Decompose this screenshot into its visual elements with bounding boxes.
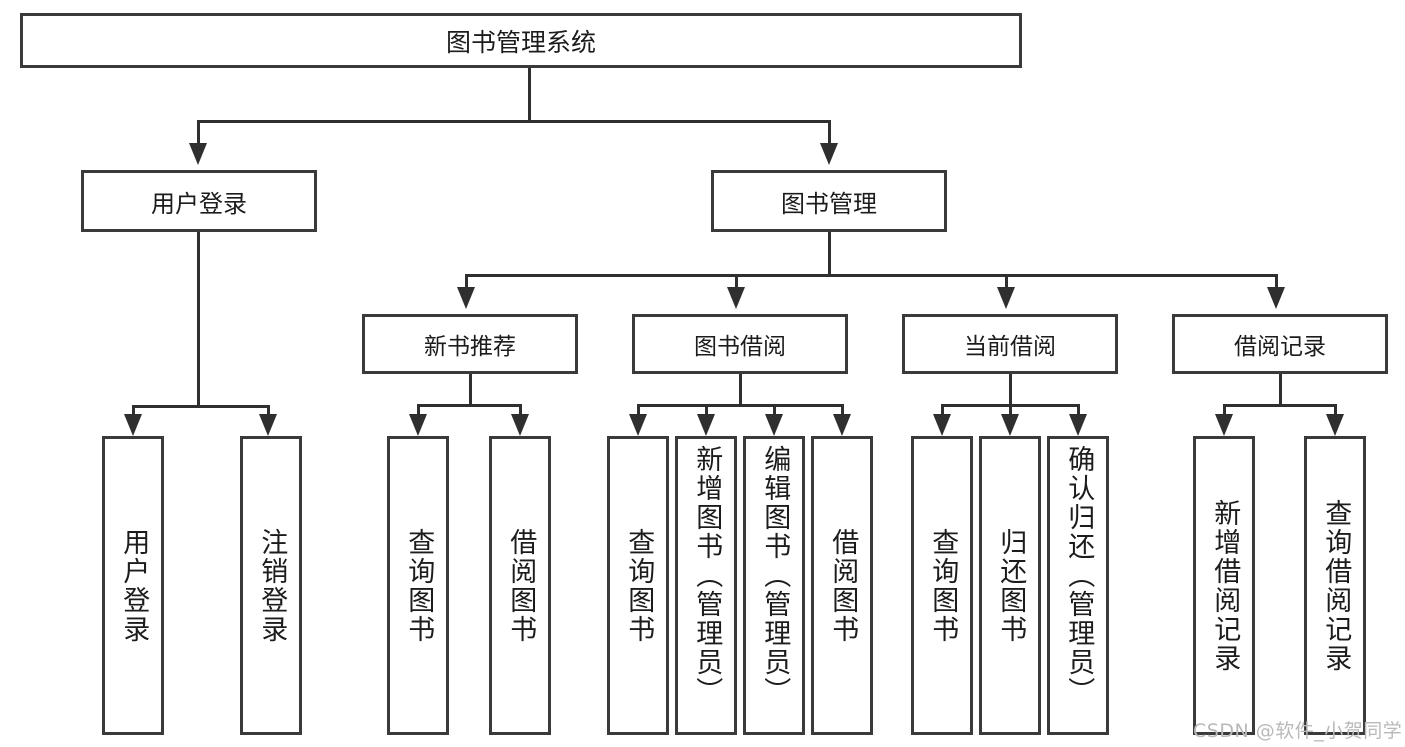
- connector-bookmanage-drop-4: [1275, 274, 1278, 287]
- leaf-newbook-query-book[interactable]: 查询图书: [387, 436, 449, 735]
- leaf-label: 确认归还（管理员）: [1063, 445, 1095, 706]
- arrow-currentborrow-leaf-3: [1069, 414, 1087, 436]
- connector-newbook-drop-2: [519, 404, 522, 414]
- arrow-bookborrow-leaf-2: [697, 414, 715, 436]
- arrow-bookborrow-leaf-4: [833, 414, 851, 436]
- leaf-bookborrow-query-book[interactable]: 查询图书: [607, 436, 669, 735]
- node-label: 图书借阅: [694, 334, 786, 360]
- leaf-borrowrecord-query-record[interactable]: 查询借阅记录: [1304, 436, 1366, 735]
- connector-newbook-drop-1: [417, 404, 420, 414]
- connector-bookmanage-bus: [465, 274, 1278, 277]
- arrow-to-leaf-user-login: [124, 414, 142, 436]
- leaf-bookborrow-borrow-book[interactable]: 借阅图书: [811, 436, 873, 735]
- leaf-label: 查询借阅记录: [1320, 498, 1352, 673]
- arrow-bookborrow-leaf-3: [765, 414, 783, 436]
- connector-bookmanage-drop-1: [465, 274, 468, 287]
- node-borrow-record[interactable]: 借阅记录: [1172, 314, 1388, 374]
- node-root-system[interactable]: 图书管理系统: [20, 13, 1022, 68]
- connector-bookborrow-drop-3: [773, 404, 776, 414]
- connector-borrowrecord-stem: [1279, 374, 1282, 406]
- connector-bookborrow-bus: [637, 404, 844, 407]
- arrow-to-book-manage: [820, 143, 838, 165]
- arrow-to-user-login: [189, 143, 207, 165]
- leaf-label: 查询图书: [623, 527, 655, 644]
- connector-root-bus: [197, 120, 831, 123]
- node-current-borrow[interactable]: 当前借阅: [902, 314, 1118, 374]
- watermark-text: CSDN @软件_小贺同学: [1193, 720, 1403, 742]
- arrow-currentborrow-leaf-2: [1001, 414, 1019, 436]
- leaf-currentborrow-query-book[interactable]: 查询图书: [911, 436, 973, 735]
- node-book-borrow[interactable]: 图书借阅: [632, 314, 848, 374]
- leaf-borrowrecord-add-record[interactable]: 新增借阅记录: [1193, 436, 1255, 735]
- connector-userlogin-drop-2: [267, 405, 270, 414]
- arrow-currentborrow-leaf-1: [933, 414, 951, 436]
- arrow-newbook-leaf-2: [511, 414, 529, 436]
- leaf-newbook-borrow-book[interactable]: 借阅图书: [489, 436, 551, 735]
- connector-userlogin-stem: [197, 232, 200, 407]
- arrow-to-new-book-recommend: [457, 287, 475, 309]
- connector-borrowrecord-drop-1: [1223, 404, 1226, 414]
- connector-currentborrow-drop-1: [941, 404, 944, 414]
- arrow-to-leaf-logout: [259, 414, 277, 436]
- connector-currentborrow-drop-3: [1077, 404, 1080, 414]
- connector-bookborrow-drop-1: [637, 404, 640, 414]
- connector-currentborrow-drop-2: [1009, 404, 1012, 414]
- connector-bookmanage-drop-3: [1005, 274, 1008, 287]
- leaf-label: 借阅图书: [505, 527, 537, 644]
- connector-bookmanage-drop-2: [735, 274, 738, 287]
- leaf-label: 查询图书: [927, 527, 959, 644]
- connector-userlogin-drop-1: [132, 405, 135, 414]
- leaf-label: 新增图书（管理员）: [691, 445, 723, 706]
- arrow-bookborrow-leaf-1: [629, 414, 647, 436]
- leaf-bookborrow-add-book-admin[interactable]: 新增图书（管理员）: [675, 436, 737, 735]
- connector-borrowrecord-bus: [1223, 404, 1337, 407]
- arrow-borrowrecord-leaf-1: [1215, 414, 1233, 436]
- node-label: 图书管理系统: [445, 27, 596, 57]
- node-label: 用户登录: [151, 189, 247, 218]
- leaf-label: 借阅图书: [827, 527, 859, 644]
- connector-newbook-bus: [417, 404, 522, 407]
- connector-bookmanage-stem: [828, 232, 831, 276]
- leaf-label: 编辑图书（管理员）: [759, 445, 791, 706]
- node-label: 图书管理: [781, 189, 877, 218]
- leaf-label: 查询图书: [403, 527, 435, 644]
- arrow-to-borrow-record: [1267, 287, 1285, 309]
- leaf-currentborrow-confirm-return-admin[interactable]: 确认归还（管理员）: [1047, 436, 1109, 735]
- node-label: 新书推荐: [424, 334, 516, 360]
- connector-root-drop-left: [197, 120, 200, 143]
- arrow-newbook-leaf-1: [409, 414, 427, 436]
- leaf-currentborrow-return-book[interactable]: 归还图书: [979, 436, 1041, 735]
- leaf-label: 用户登录: [118, 527, 150, 644]
- connector-borrowrecord-drop-2: [1334, 404, 1337, 414]
- node-book-manage[interactable]: 图书管理: [711, 170, 947, 232]
- node-label: 借阅记录: [1234, 334, 1326, 360]
- leaf-logout[interactable]: 注销登录: [240, 436, 302, 735]
- leaf-label: 新增借阅记录: [1209, 498, 1241, 673]
- leaf-label: 归还图书: [995, 527, 1027, 644]
- arrow-borrowrecord-leaf-2: [1326, 414, 1344, 436]
- arrow-to-current-borrow: [997, 287, 1015, 309]
- connector-bookborrow-drop-4: [841, 404, 844, 414]
- connector-newbook-stem: [469, 374, 472, 406]
- leaf-user-login[interactable]: 用户登录: [102, 436, 164, 735]
- leaf-label: 注销登录: [256, 527, 288, 644]
- connector-root-stem: [528, 68, 531, 122]
- connector-bookborrow-drop-2: [705, 404, 708, 414]
- node-new-book-recommend[interactable]: 新书推荐: [362, 314, 578, 374]
- node-user-login[interactable]: 用户登录: [81, 170, 317, 232]
- connector-bookborrow-stem: [739, 374, 742, 406]
- connector-root-drop-right: [828, 120, 831, 143]
- arrow-to-book-borrow: [727, 287, 745, 309]
- connector-currentborrow-stem: [1009, 374, 1012, 406]
- leaf-bookborrow-edit-book-admin[interactable]: 编辑图书（管理员）: [743, 436, 805, 735]
- node-label: 当前借阅: [964, 334, 1056, 360]
- connector-userlogin-bus: [132, 405, 270, 408]
